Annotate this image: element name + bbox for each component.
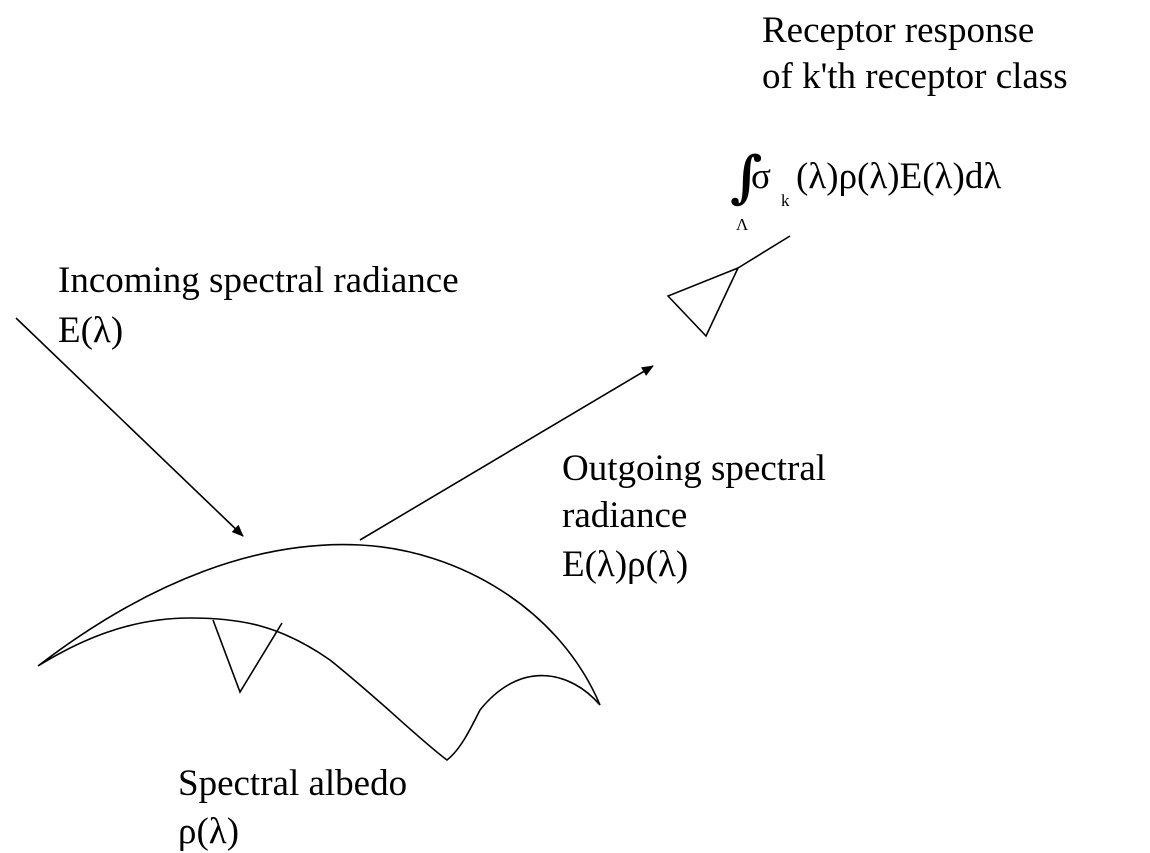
receptor-eye-triangle xyxy=(666,266,740,338)
receptor-response-label-line1: Receptor response xyxy=(762,10,1034,51)
integral-domain-subscript: Λ xyxy=(736,215,749,234)
surface-patch xyxy=(37,543,601,762)
outgoing-radiance-label-line2: radiance xyxy=(562,495,687,536)
receptor-view-line xyxy=(737,235,791,269)
sigma-symbol: σ xyxy=(751,156,771,197)
outgoing-ray-arrow xyxy=(359,365,654,541)
integral-sign: ∫ xyxy=(730,144,762,210)
formula-body: (λ)ρ(λ)E(λ)dλ xyxy=(796,156,1001,197)
spectral-albedo-label-line1: Spectral albedo xyxy=(178,763,407,804)
spectral-albedo-label-line2: ρ(λ) xyxy=(178,811,239,852)
incoming-radiance-label-line1: Incoming spectral radiance xyxy=(58,260,459,301)
incoming-ray-arrow xyxy=(15,317,244,537)
outgoing-radiance-label-line1: Outgoing spectral xyxy=(562,448,826,489)
outgoing-radiance-label-line3: E(λ)ρ(λ) xyxy=(562,544,688,585)
sigma-subscript-k: k xyxy=(781,191,790,210)
surface-facet-triangle xyxy=(212,619,283,694)
incoming-radiance-label-line2: E(λ) xyxy=(58,310,123,351)
receptor-response-formula: ∫ Λ σ k (λ)ρ(λ)E(λ)dλ xyxy=(730,144,1001,234)
receptor-response-label-line2: of k'th receptor class xyxy=(762,56,1068,97)
